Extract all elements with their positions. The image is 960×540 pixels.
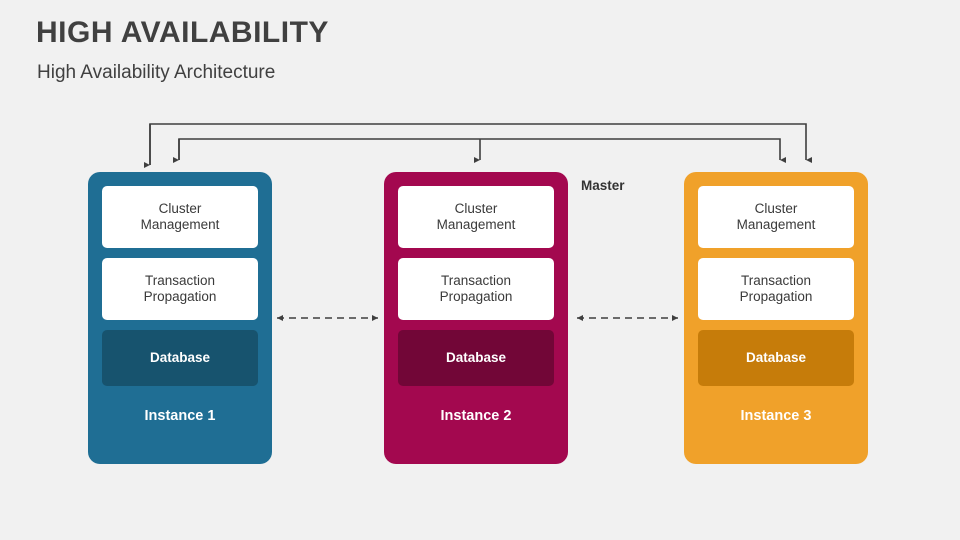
card-line-1: Transaction xyxy=(440,273,512,288)
card-line-1: Transaction xyxy=(740,273,812,288)
instance-1-panel[interactable]: Cluster Management Transaction Propagati… xyxy=(88,172,272,464)
instance-2-cluster-management-card[interactable]: Cluster Management xyxy=(398,186,554,248)
instance-3-database-card[interactable]: Database xyxy=(698,330,854,386)
card-line-1: Database xyxy=(149,350,211,365)
instance-3-label: Instance 3 xyxy=(740,408,812,424)
instance-3-transaction-propagation-card[interactable]: Transaction Propagation xyxy=(698,258,854,320)
instance-1-cluster-management-card[interactable]: Cluster Management xyxy=(102,186,258,248)
card-line-1: Cluster xyxy=(754,201,798,216)
card-line-2: Management xyxy=(436,217,516,232)
instance-3-cluster-management-card[interactable]: Cluster Management xyxy=(698,186,854,248)
card-line-2: Propagation xyxy=(439,289,513,304)
page-subtitle: High Availability Architecture xyxy=(37,62,276,83)
bus-line-second xyxy=(173,138,786,163)
card-line-1: Cluster xyxy=(454,201,498,216)
card-line-1: Cluster xyxy=(158,201,202,216)
card-line-2: Propagation xyxy=(143,289,217,304)
instance-3-panel[interactable]: Cluster Management Transaction Propagati… xyxy=(684,172,868,464)
card-line-1: Transaction xyxy=(144,273,216,288)
card-line-2: Propagation xyxy=(739,289,813,304)
card-line-1: Database xyxy=(745,350,807,365)
page-title: HIGH AVAILABILITY xyxy=(36,16,329,49)
instance-1-label: Instance 1 xyxy=(144,408,216,424)
instance-1-database-card[interactable]: Database xyxy=(102,330,258,386)
master-label: Master xyxy=(581,178,625,193)
instance-2-database-card[interactable]: Database xyxy=(398,330,554,386)
instance-2-panel[interactable]: Cluster Management Transaction Propagati… xyxy=(384,172,568,464)
instance-1-transaction-propagation-card[interactable]: Transaction Propagation xyxy=(102,258,258,320)
bus-line-top xyxy=(144,123,812,168)
card-line-1: Database xyxy=(445,350,507,365)
card-line-2: Management xyxy=(140,217,220,232)
instance-2-label: Instance 2 xyxy=(440,408,512,424)
card-line-2: Management xyxy=(736,217,816,232)
instance-2-transaction-propagation-card[interactable]: Transaction Propagation xyxy=(398,258,554,320)
